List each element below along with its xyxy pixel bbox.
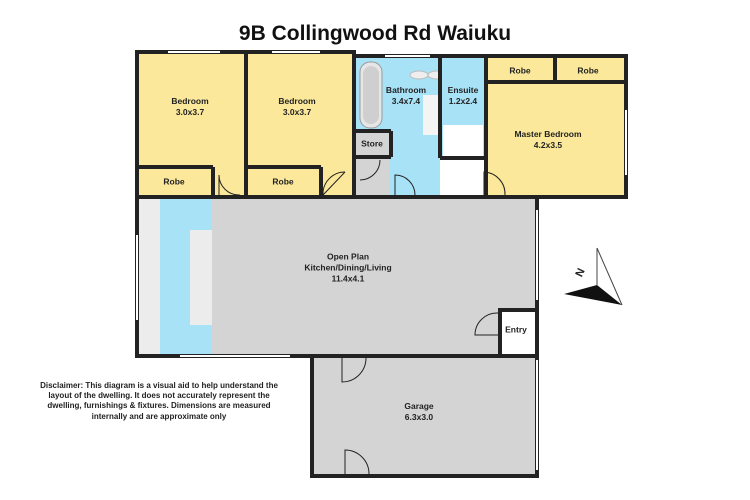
robe-3-area <box>488 58 554 81</box>
ensuite-shower <box>443 125 483 158</box>
robe-4-area <box>556 58 625 81</box>
bath-shower <box>440 160 486 197</box>
kitchen-bench <box>138 199 160 354</box>
plan-title: 9B Collingwood Rd Waiuku <box>238 22 512 45</box>
sink-icon <box>409 70 429 80</box>
entry-area <box>500 310 537 354</box>
compass-icon <box>564 247 623 306</box>
hall <box>356 157 389 197</box>
garage-area <box>312 354 537 474</box>
entry-label: Entry <box>505 324 527 335</box>
master-area <box>488 82 625 197</box>
bath-tub-inner <box>363 66 379 124</box>
doors <box>218 159 506 475</box>
robe-1-label: Robe <box>163 176 185 187</box>
robe-4-label: Robe <box>577 65 599 76</box>
robe-3-label: Robe <box>509 65 531 76</box>
bedroom-2-area <box>248 52 354 197</box>
bedroom-1-area <box>137 52 244 197</box>
store-label: Store <box>361 138 383 149</box>
windows <box>136 51 627 470</box>
store-area <box>356 133 389 155</box>
robe-2-label: Robe <box>272 176 294 187</box>
kitchen-island <box>190 230 212 325</box>
disclaimer-text: Disclaimer: This diagram is a visual aid… <box>40 381 278 421</box>
